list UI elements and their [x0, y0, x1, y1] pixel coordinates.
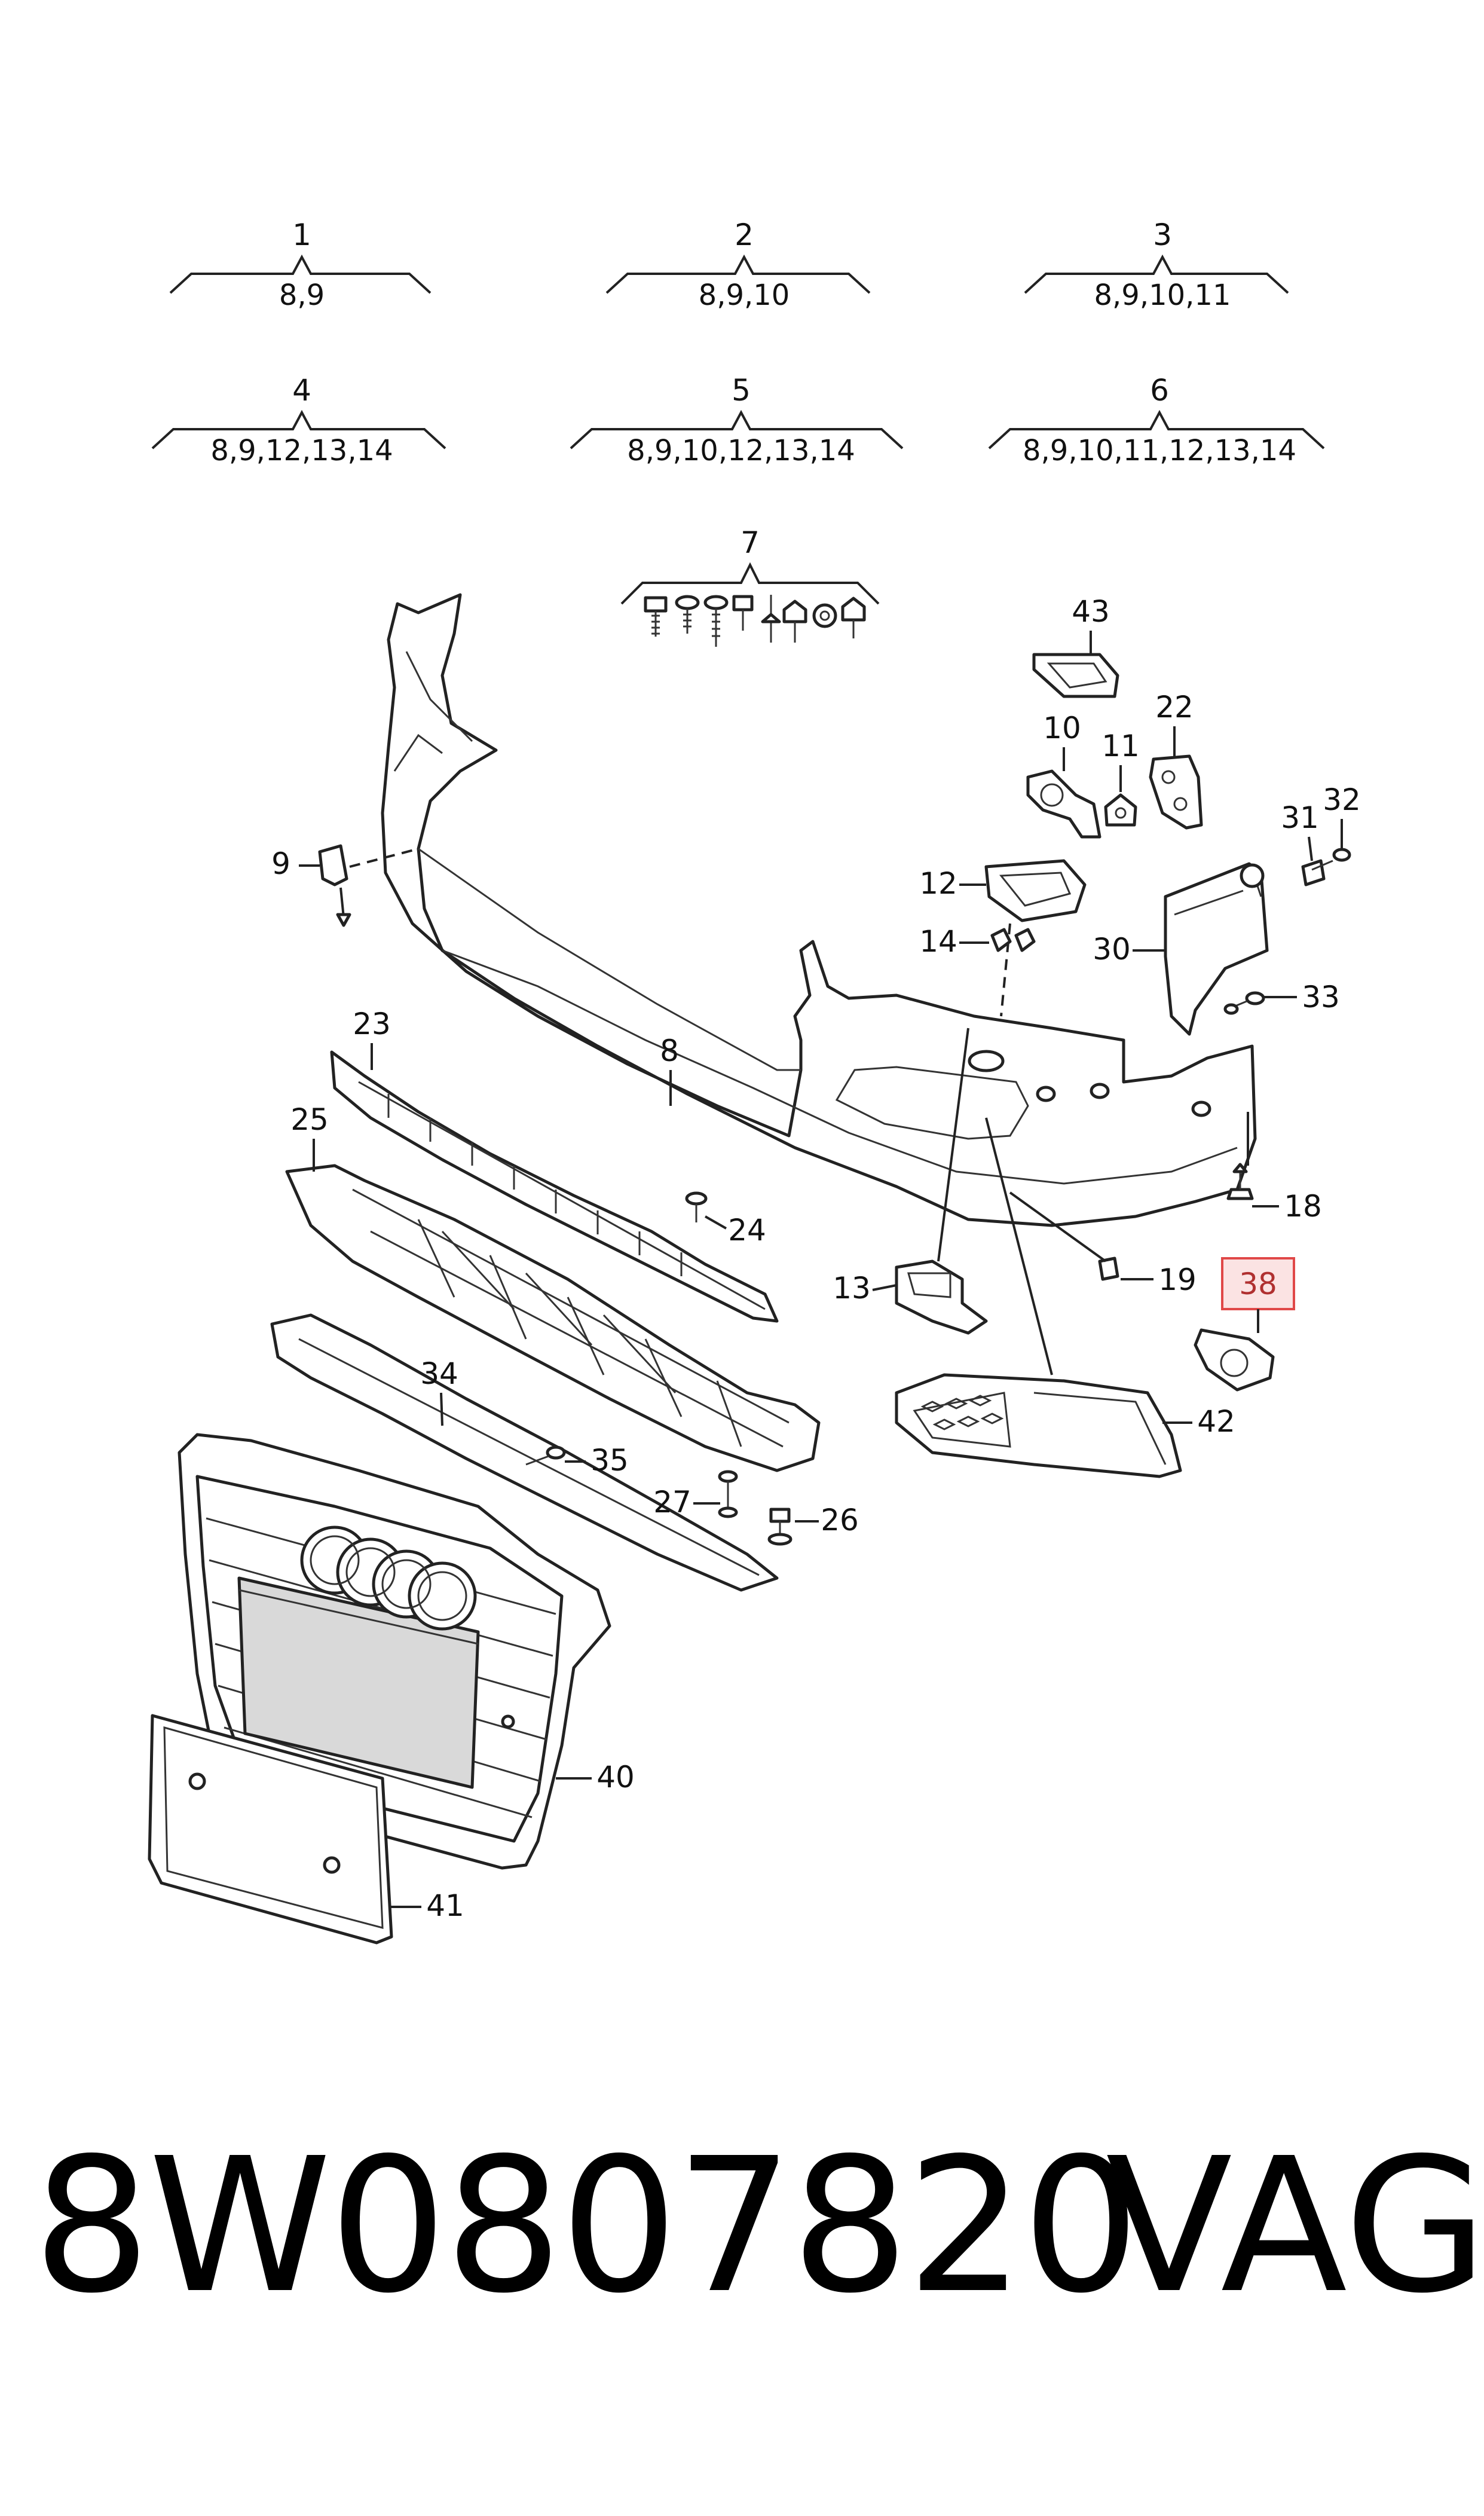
fastener-33	[1223, 991, 1265, 1015]
park-sensor-hole	[1090, 1083, 1110, 1099]
group-7-fastener-set: 7	[620, 525, 880, 647]
clip-icon	[782, 600, 807, 643]
group-5-number: 5	[732, 373, 751, 408]
fastener-19	[1098, 1257, 1119, 1281]
fog-lamp-grille	[895, 1373, 1182, 1478]
callout-14: 14	[919, 924, 957, 959]
callout-10: 10	[1043, 711, 1081, 745]
group-1-items: 8,9	[279, 279, 325, 312]
bumper-cover	[381, 593, 1257, 1227]
callout-32: 32	[1323, 782, 1361, 817]
group-2: 2 8,9,10	[605, 218, 871, 312]
callout-27: 27	[653, 1485, 691, 1520]
clip-icon	[841, 597, 866, 638]
park-sensor-hole	[1191, 1100, 1211, 1117]
callout-25: 25	[290, 1102, 329, 1137]
park-sensor-hole	[1036, 1086, 1056, 1102]
callout-43: 43	[1072, 594, 1110, 629]
licence-plate-base	[148, 1714, 393, 1945]
bracket-10	[1026, 769, 1101, 839]
group-5: 5 8,9,10,12,13,14	[570, 373, 904, 467]
callout-33: 33	[1302, 980, 1340, 1014]
part-number: 8W0807820	[33, 2118, 1140, 2334]
callout-24: 24	[728, 1213, 766, 1248]
group-7-number: 7	[741, 525, 760, 560]
callout-35: 35	[590, 1443, 629, 1478]
callout-13: 13	[833, 1271, 871, 1306]
pin-icon	[761, 595, 781, 643]
fastener-31	[1301, 859, 1326, 886]
fastener-27	[718, 1470, 738, 1518]
callout-8: 8	[660, 1034, 679, 1068]
callout-31: 31	[1281, 800, 1319, 835]
group-4-items: 8,9,12,13,14	[210, 434, 393, 467]
tow-eye-cover-13	[895, 1028, 988, 1335]
bolt-icon	[732, 595, 754, 631]
callout-30: 30	[1093, 932, 1131, 967]
fastener-18	[1226, 1163, 1254, 1200]
callout-9: 9	[271, 846, 290, 881]
group-1: 1 8,9	[169, 218, 432, 312]
clip-14	[990, 928, 1036, 952]
callout-12: 12	[919, 866, 957, 901]
fastener-26	[767, 1508, 793, 1546]
bracket-22	[1149, 754, 1203, 830]
group-5-items: 8,9,10,12,13,14	[627, 434, 855, 467]
callout-18: 18	[1284, 1189, 1322, 1224]
callout-11: 11	[1101, 729, 1140, 763]
callout-34: 34	[420, 1356, 458, 1391]
cover-cap-43	[1032, 653, 1119, 698]
group-2-items: 8,9,10	[699, 279, 790, 312]
group-6-items: 8,9,10,11,12,13,14	[1023, 434, 1296, 467]
callout-41: 41	[426, 1888, 464, 1923]
fastener-35	[525, 1445, 566, 1466]
upper-support-bar	[330, 1050, 779, 1323]
callout-40: 40	[596, 1760, 635, 1794]
screw-icon	[675, 595, 700, 634]
callout-22: 22	[1155, 690, 1194, 724]
bracket-9	[318, 844, 419, 927]
callout-42: 42	[1197, 1404, 1235, 1439]
callout-38: 38	[1239, 1267, 1277, 1301]
brand-name: VAG	[1106, 2118, 1484, 2334]
group-1-number: 1	[292, 218, 311, 252]
grommet-11	[1104, 793, 1137, 827]
group-3: 3 8,9,10,11	[1024, 218, 1289, 312]
group-4: 4 8,9,12,13,14	[151, 373, 446, 467]
fastener-24	[685, 1191, 708, 1222]
callouts: 8 9 10 11 12 13 14 18 19 22 23 24 25 26 …	[271, 594, 1361, 1923]
callout-19: 19	[1158, 1262, 1197, 1297]
side-bracket-30	[1164, 862, 1269, 1036]
group-2-number: 2	[735, 218, 754, 252]
sensor-bracket-38	[1194, 1328, 1275, 1392]
trim-strip	[270, 1313, 779, 1592]
callout-26: 26	[821, 1503, 859, 1537]
tow-eye-cover-12	[984, 859, 1087, 1017]
group-4-number: 4	[292, 373, 311, 408]
bolt-icon	[644, 596, 668, 637]
group-3-number: 3	[1153, 218, 1172, 252]
footer: 8W0807820 VAG	[0, 2128, 1484, 2325]
group-6-number: 6	[1150, 373, 1169, 408]
fastener-32	[1311, 848, 1351, 871]
callout-23: 23	[353, 1007, 391, 1041]
group-6: 6 8,9,10,11,12,13,14	[988, 373, 1325, 467]
nut-icon	[812, 603, 837, 628]
bumper-carrier	[285, 1164, 821, 1472]
group-3-items: 8,9,10,11	[1094, 279, 1231, 312]
screw-icon	[703, 595, 729, 647]
park-sensor-hole	[968, 1050, 1005, 1072]
